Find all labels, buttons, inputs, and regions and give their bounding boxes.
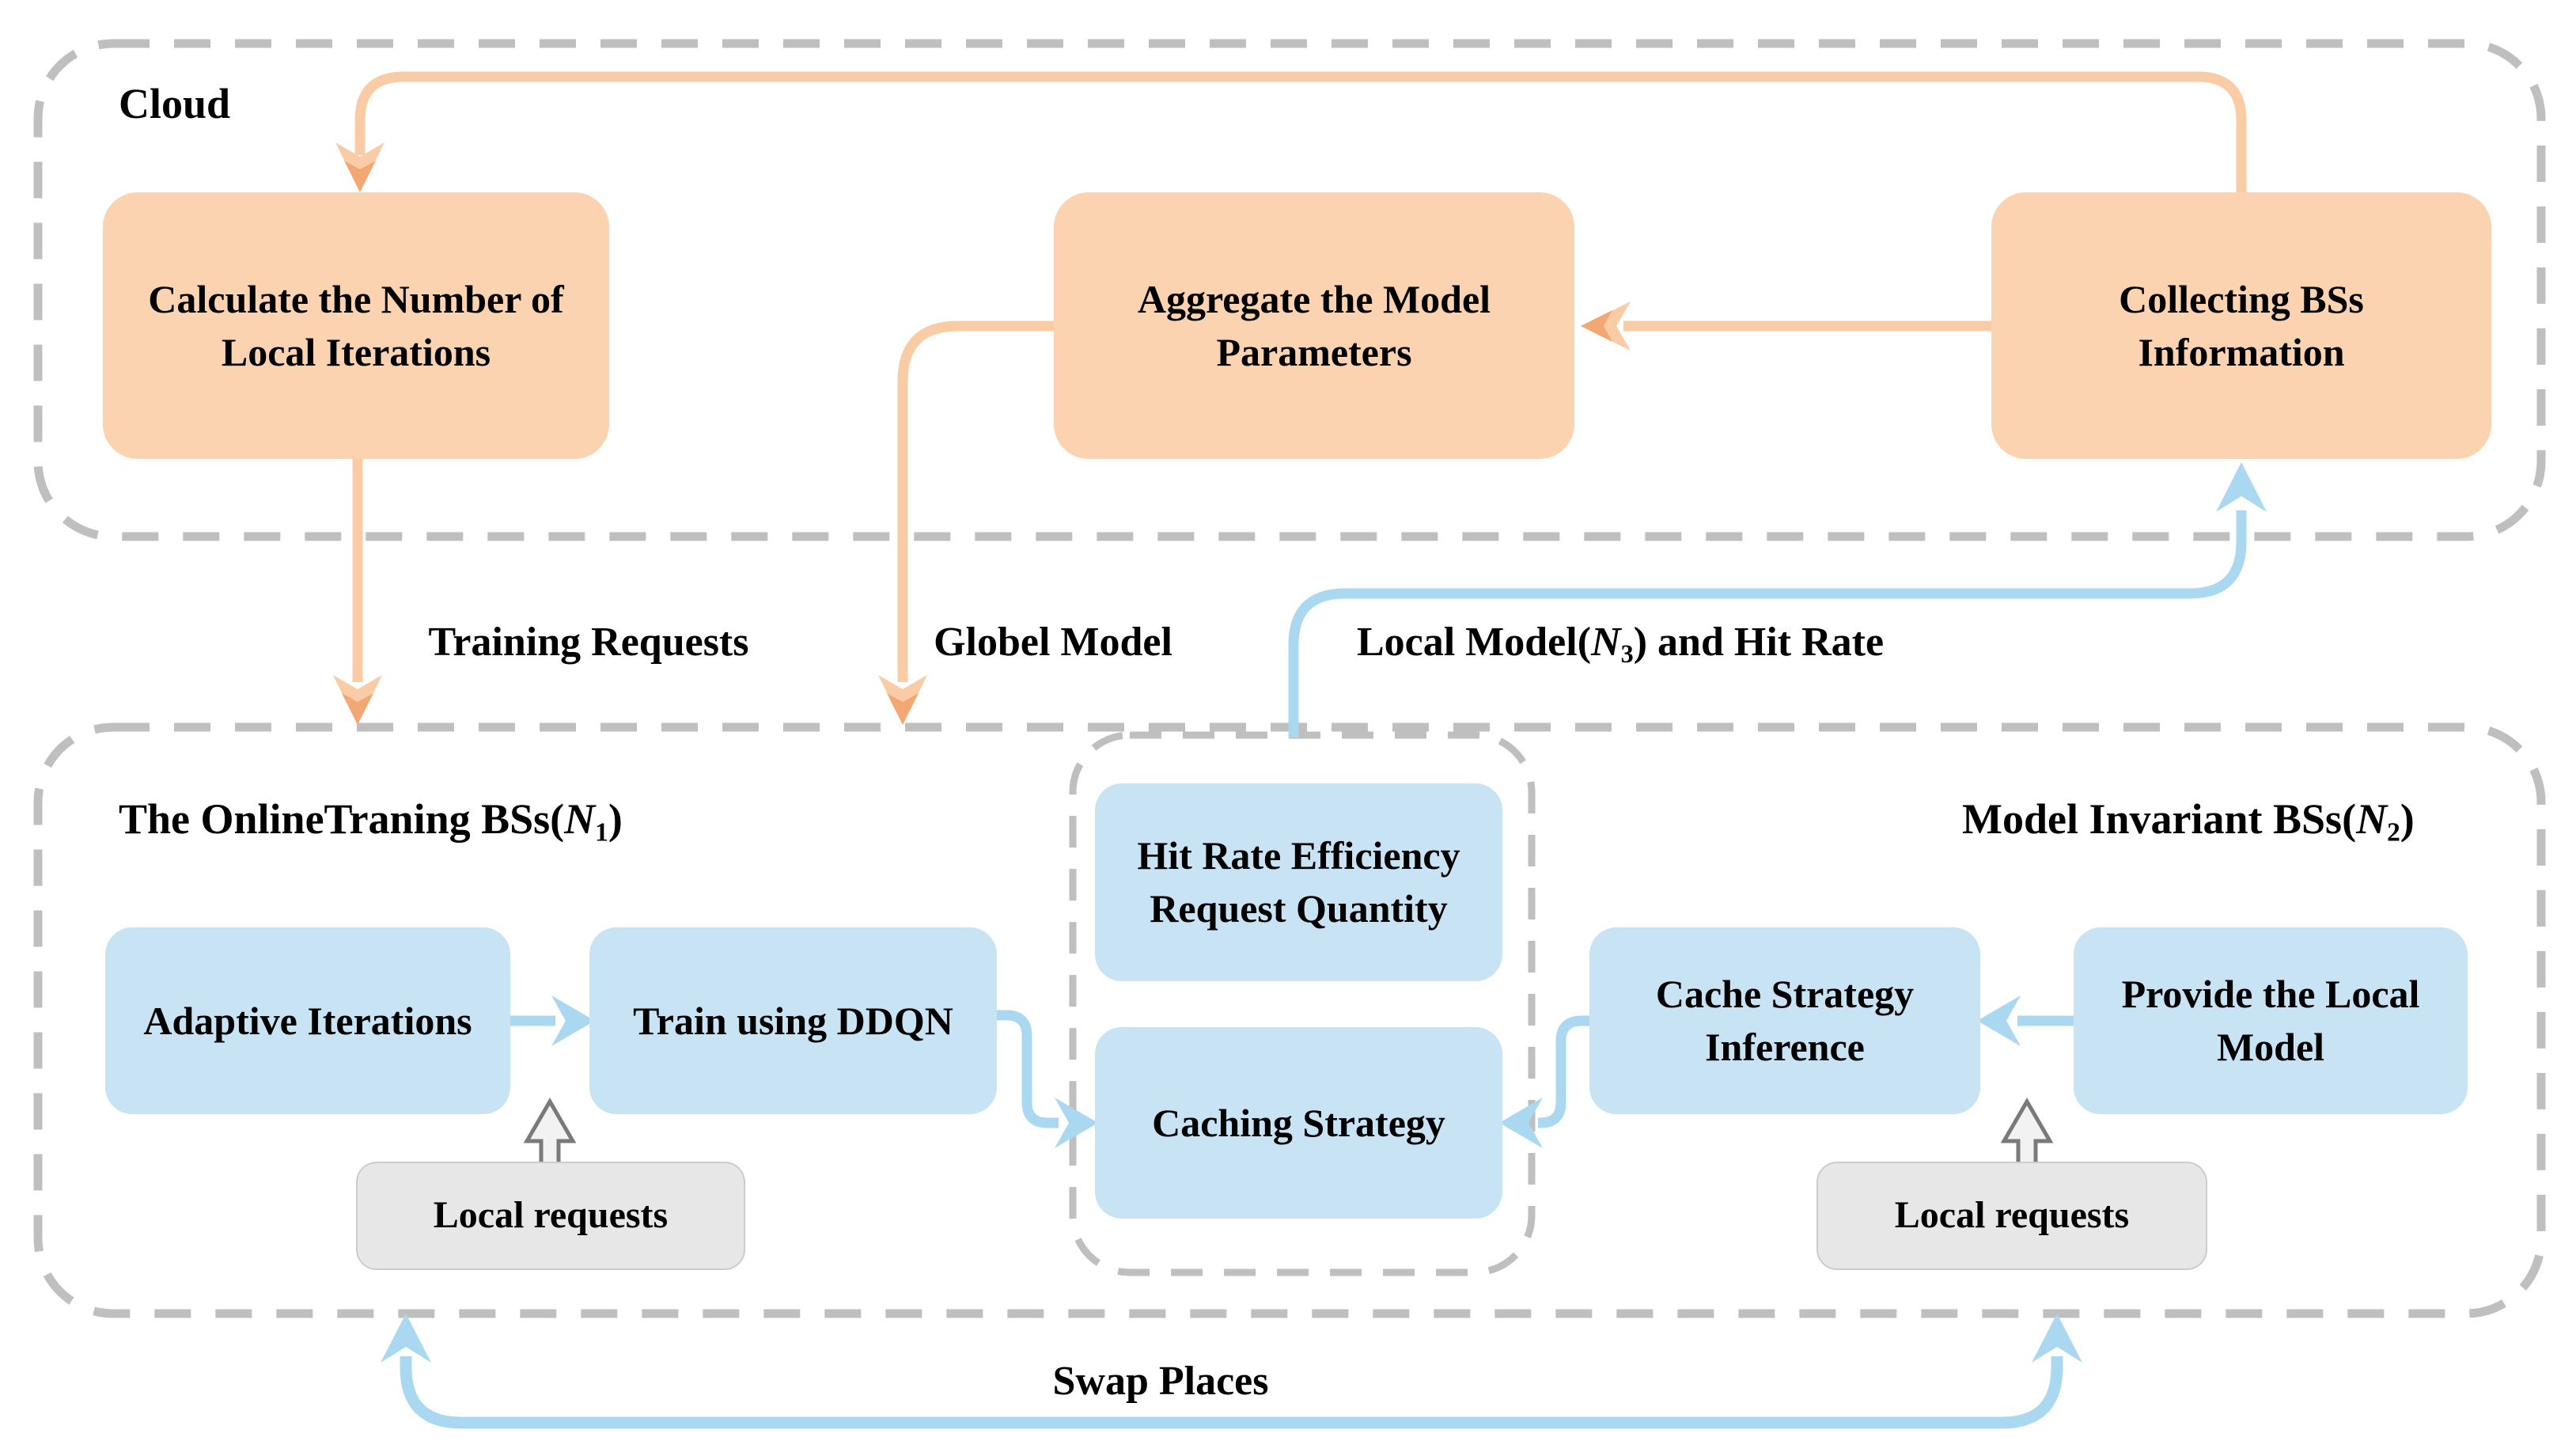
invariant-group-label-sub: 2 — [2387, 817, 2400, 847]
local-model-hit-rate-label: Local Model(N3) and Hit Rate — [1357, 619, 1884, 669]
arrow-collect-to-aggregate — [1581, 301, 1991, 351]
cache-strategy-inference-box: Cache Strategy Inference — [1589, 927, 1980, 1114]
local-requests-box-right: Local requests — [1816, 1162, 2207, 1270]
arrow-inference-to-caching — [1499, 1015, 1589, 1148]
arrow-local-model-hit-rate — [1288, 462, 2267, 737]
online-group-label-var: N — [564, 795, 596, 843]
online-group-label-sub: 1 — [595, 817, 608, 847]
invariant-group-label-suffix: ) — [2400, 795, 2415, 843]
local-model-label-text: Local Model( — [1356, 620, 1592, 665]
swap-places-label: Swap Places — [1052, 1359, 1269, 1404]
middle-container-border — [1069, 731, 1536, 1276]
hit-rate-efficiency-box: Hit Rate Efficiency Request Quantity — [1095, 783, 1502, 981]
online-group-label-text: The OnlineTraning BSs( — [119, 795, 565, 843]
invariant-group-label-text: Model Invariant BSs( — [1962, 795, 2357, 843]
training-requests-label: Training Requests — [428, 620, 749, 665]
online-group-label: The OnlineTraning BSs(N1) — [119, 794, 623, 847]
collecting-bs-info-box: Collecting BSs Information — [1991, 192, 2491, 459]
invariant-group-label-var: N — [2356, 795, 2388, 843]
caching-strategy-box: Caching Strategy — [1095, 1027, 1502, 1219]
arrow-training-requests — [333, 459, 382, 725]
arrow-global-model — [878, 320, 1054, 725]
local-requests-box-left: Local requests — [356, 1162, 745, 1270]
arrow-adaptive-to-train — [510, 995, 595, 1046]
local-model-label-var: N — [1591, 620, 1621, 665]
local-requests-up-arrow-right — [2000, 1098, 2054, 1170]
arrow-collect-to-calculate — [335, 71, 2247, 192]
calculate-iterations-box: Calculate the Number of Local Iterations — [103, 192, 609, 459]
invariant-group-label: Model Invariant BSs(N2) — [1962, 794, 2415, 847]
cloud-section-label: Cloud — [119, 80, 231, 127]
train-ddqn-box: Train using DDQN — [589, 927, 997, 1114]
provide-local-model-box: Provide the Local Model — [2074, 927, 2468, 1114]
local-model-label-sub: 3 — [1620, 639, 1634, 669]
local-requests-up-arrow-left — [523, 1098, 577, 1170]
online-group-label-suffix: ) — [608, 795, 623, 843]
arrow-provide-to-inference — [1977, 995, 2074, 1046]
global-model-label: Globel Model — [934, 620, 1172, 665]
arrow-train-to-caching — [997, 1010, 1098, 1148]
aggregate-parameters-box: Aggregate the Model Parameters — [1054, 192, 1574, 459]
adaptive-iterations-box: Adaptive Iterations — [105, 927, 510, 1114]
cloud-container-border — [33, 39, 2546, 541]
arrow-swap-places — [381, 1314, 2082, 1429]
local-model-label-suffix: ) and Hit Rate — [1633, 620, 1885, 665]
